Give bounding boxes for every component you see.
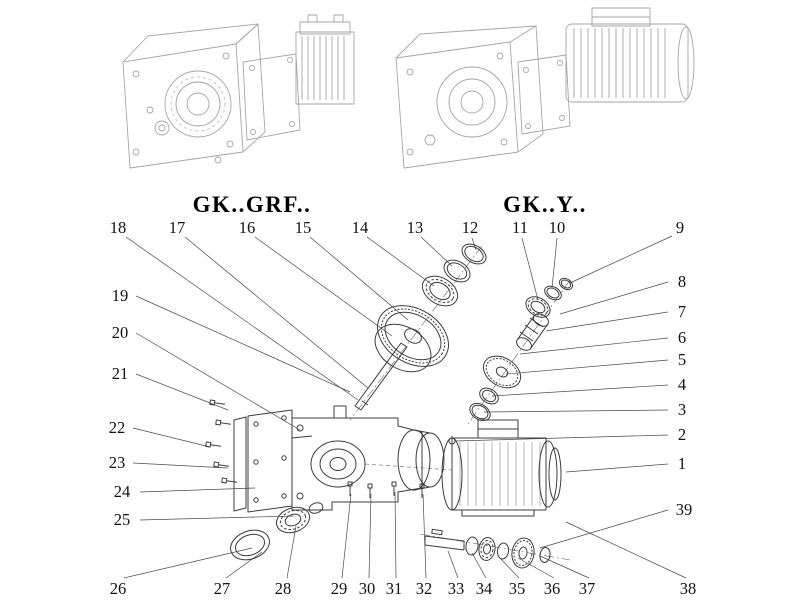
callout-10: 10 xyxy=(548,217,566,237)
callout-21: 21 xyxy=(111,363,129,383)
callout-23: 23 xyxy=(108,452,126,472)
screw-set xyxy=(205,399,237,484)
callout-4: 4 xyxy=(677,374,687,394)
callout-9: 9 xyxy=(675,217,685,237)
callout-14: 14 xyxy=(351,217,369,237)
flange-and-gasket xyxy=(233,409,293,513)
callout-30: 30 xyxy=(358,578,376,598)
callout-16: 16 xyxy=(238,217,256,237)
label-gk-y: GK..Y.. xyxy=(503,192,587,217)
electric-motor xyxy=(441,419,562,517)
callout-5: 5 xyxy=(677,349,687,369)
callout-7: 7 xyxy=(677,301,687,321)
gearbox-y-drawing xyxy=(395,7,695,169)
callout-6: 6 xyxy=(677,327,687,347)
input-gear-assembly xyxy=(354,243,487,411)
callout-15: 15 xyxy=(294,217,312,237)
callout-38: 38 xyxy=(679,578,697,598)
callout-17: 17 xyxy=(168,217,186,237)
callout-27: 27 xyxy=(213,578,231,598)
callout-37: 37 xyxy=(578,578,596,598)
callout-8: 8 xyxy=(677,271,687,291)
callout-35: 35 xyxy=(508,578,526,598)
callout-29: 29 xyxy=(330,578,348,598)
output-shaft-assembly xyxy=(424,528,551,569)
label-gk-grf: GK..GRF.. xyxy=(192,192,312,217)
callout-36: 36 xyxy=(543,578,561,598)
housing-bolts xyxy=(347,481,425,498)
callout-31: 31 xyxy=(385,578,403,598)
pinion-assembly xyxy=(469,277,574,422)
callout-18: 18 xyxy=(109,217,127,237)
callout-12: 12 xyxy=(461,217,479,237)
callout-32: 32 xyxy=(415,578,433,598)
callout-20: 20 xyxy=(111,322,129,342)
callout-24: 24 xyxy=(113,481,131,501)
callout-3: 3 xyxy=(677,399,687,419)
exploded-view xyxy=(205,243,574,569)
callout-25: 25 xyxy=(113,509,131,529)
bearing-cover-group xyxy=(230,502,324,561)
callout-1: 1 xyxy=(677,453,687,473)
callout-28: 28 xyxy=(274,578,292,598)
gearbox-grf-drawing xyxy=(122,14,355,169)
callout-22: 22 xyxy=(108,417,126,437)
callout-19: 19 xyxy=(111,285,129,305)
callout-39: 39 xyxy=(675,499,693,519)
centerlines xyxy=(349,245,571,561)
callout-13: 13 xyxy=(406,217,424,237)
callout-11: 11 xyxy=(512,217,528,237)
callout-34: 34 xyxy=(475,578,493,598)
leader-lines xyxy=(123,235,687,579)
callout-2: 2 xyxy=(677,424,687,444)
gear-housing xyxy=(291,405,456,511)
callout-33: 33 xyxy=(447,578,465,598)
callout-26: 26 xyxy=(109,578,127,598)
